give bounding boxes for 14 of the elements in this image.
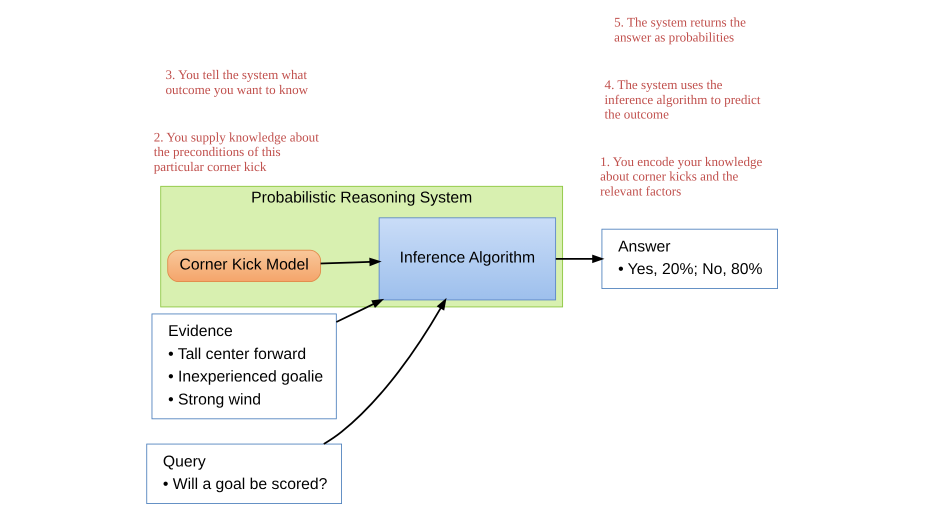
label: 4. The system uses the inference algorithm to predict the outcome bbox=[604, 76, 761, 122]
node-box: Evidence • Tall center forward • Inexperienced goalie • Strong wind bbox=[152, 312, 337, 419]
arrow bbox=[320, 257, 382, 266]
label: 5. The system returns the answer as probabilities bbox=[614, 14, 746, 44]
arrow bbox=[336, 298, 384, 322]
label: 3. You tell the system what outcome you want to know bbox=[166, 66, 308, 96]
node-box: Inference Algorithm bbox=[378, 216, 556, 300]
arrow bbox=[556, 254, 604, 263]
node-box: Corner Kick Model bbox=[167, 249, 322, 282]
label: 1. You encode your knowledge about corner kicks and the relevant factors bbox=[600, 153, 762, 198]
node-box: Answer • Yes, 20%; No, 80% bbox=[601, 228, 778, 289]
node-box: Query • Will a goal be scored? bbox=[146, 443, 342, 504]
arrow bbox=[323, 297, 447, 444]
label: 2. You supply knowledge about the preconditions of this particular corner kick bbox=[154, 128, 319, 174]
